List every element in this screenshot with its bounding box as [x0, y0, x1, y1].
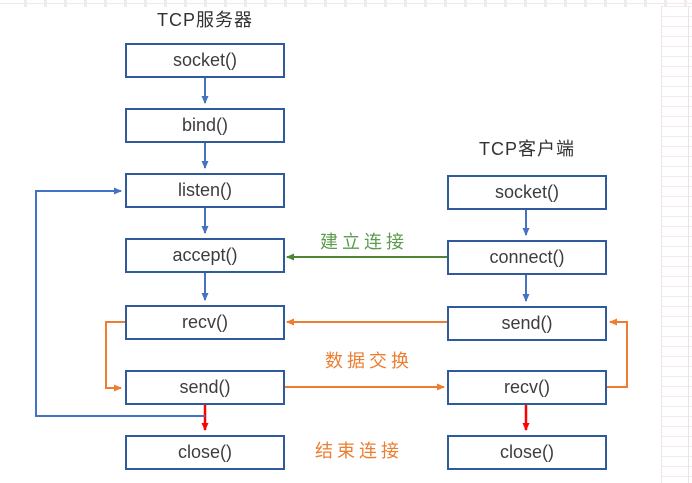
server-column-title: TCP服务器 [157, 10, 253, 30]
server-node-send: send() [125, 370, 285, 405]
grid-right-strip [661, 6, 692, 483]
client-column-title: TCP客户端 [479, 139, 575, 159]
label-terminate-connection: 结束连接 [315, 441, 403, 461]
server-node-listen: listen() [125, 173, 285, 208]
client-node-connect: connect() [447, 240, 607, 275]
server-node-recv: recv() [125, 305, 285, 340]
client-node-recv: recv() [447, 370, 607, 405]
label-establish-connection: 建立连接 [320, 232, 408, 252]
loop-server-recv-to-send [105, 321, 125, 392]
client-node-close: close() [447, 435, 607, 470]
server-node-socket: socket() [125, 43, 285, 78]
loop-server-send-to-listen [35, 187, 205, 417]
server-node-close: close() [125, 435, 285, 470]
grid-top-ticks [24, 0, 692, 7]
server-node-bind: bind() [125, 108, 285, 143]
server-node-accept: accept() [125, 238, 285, 273]
client-node-send: send() [447, 306, 607, 341]
label-data-exchange: 数据交换 [325, 351, 413, 371]
loop-client-recv-to-send [606, 318, 628, 388]
client-node-socket: socket() [447, 175, 607, 210]
